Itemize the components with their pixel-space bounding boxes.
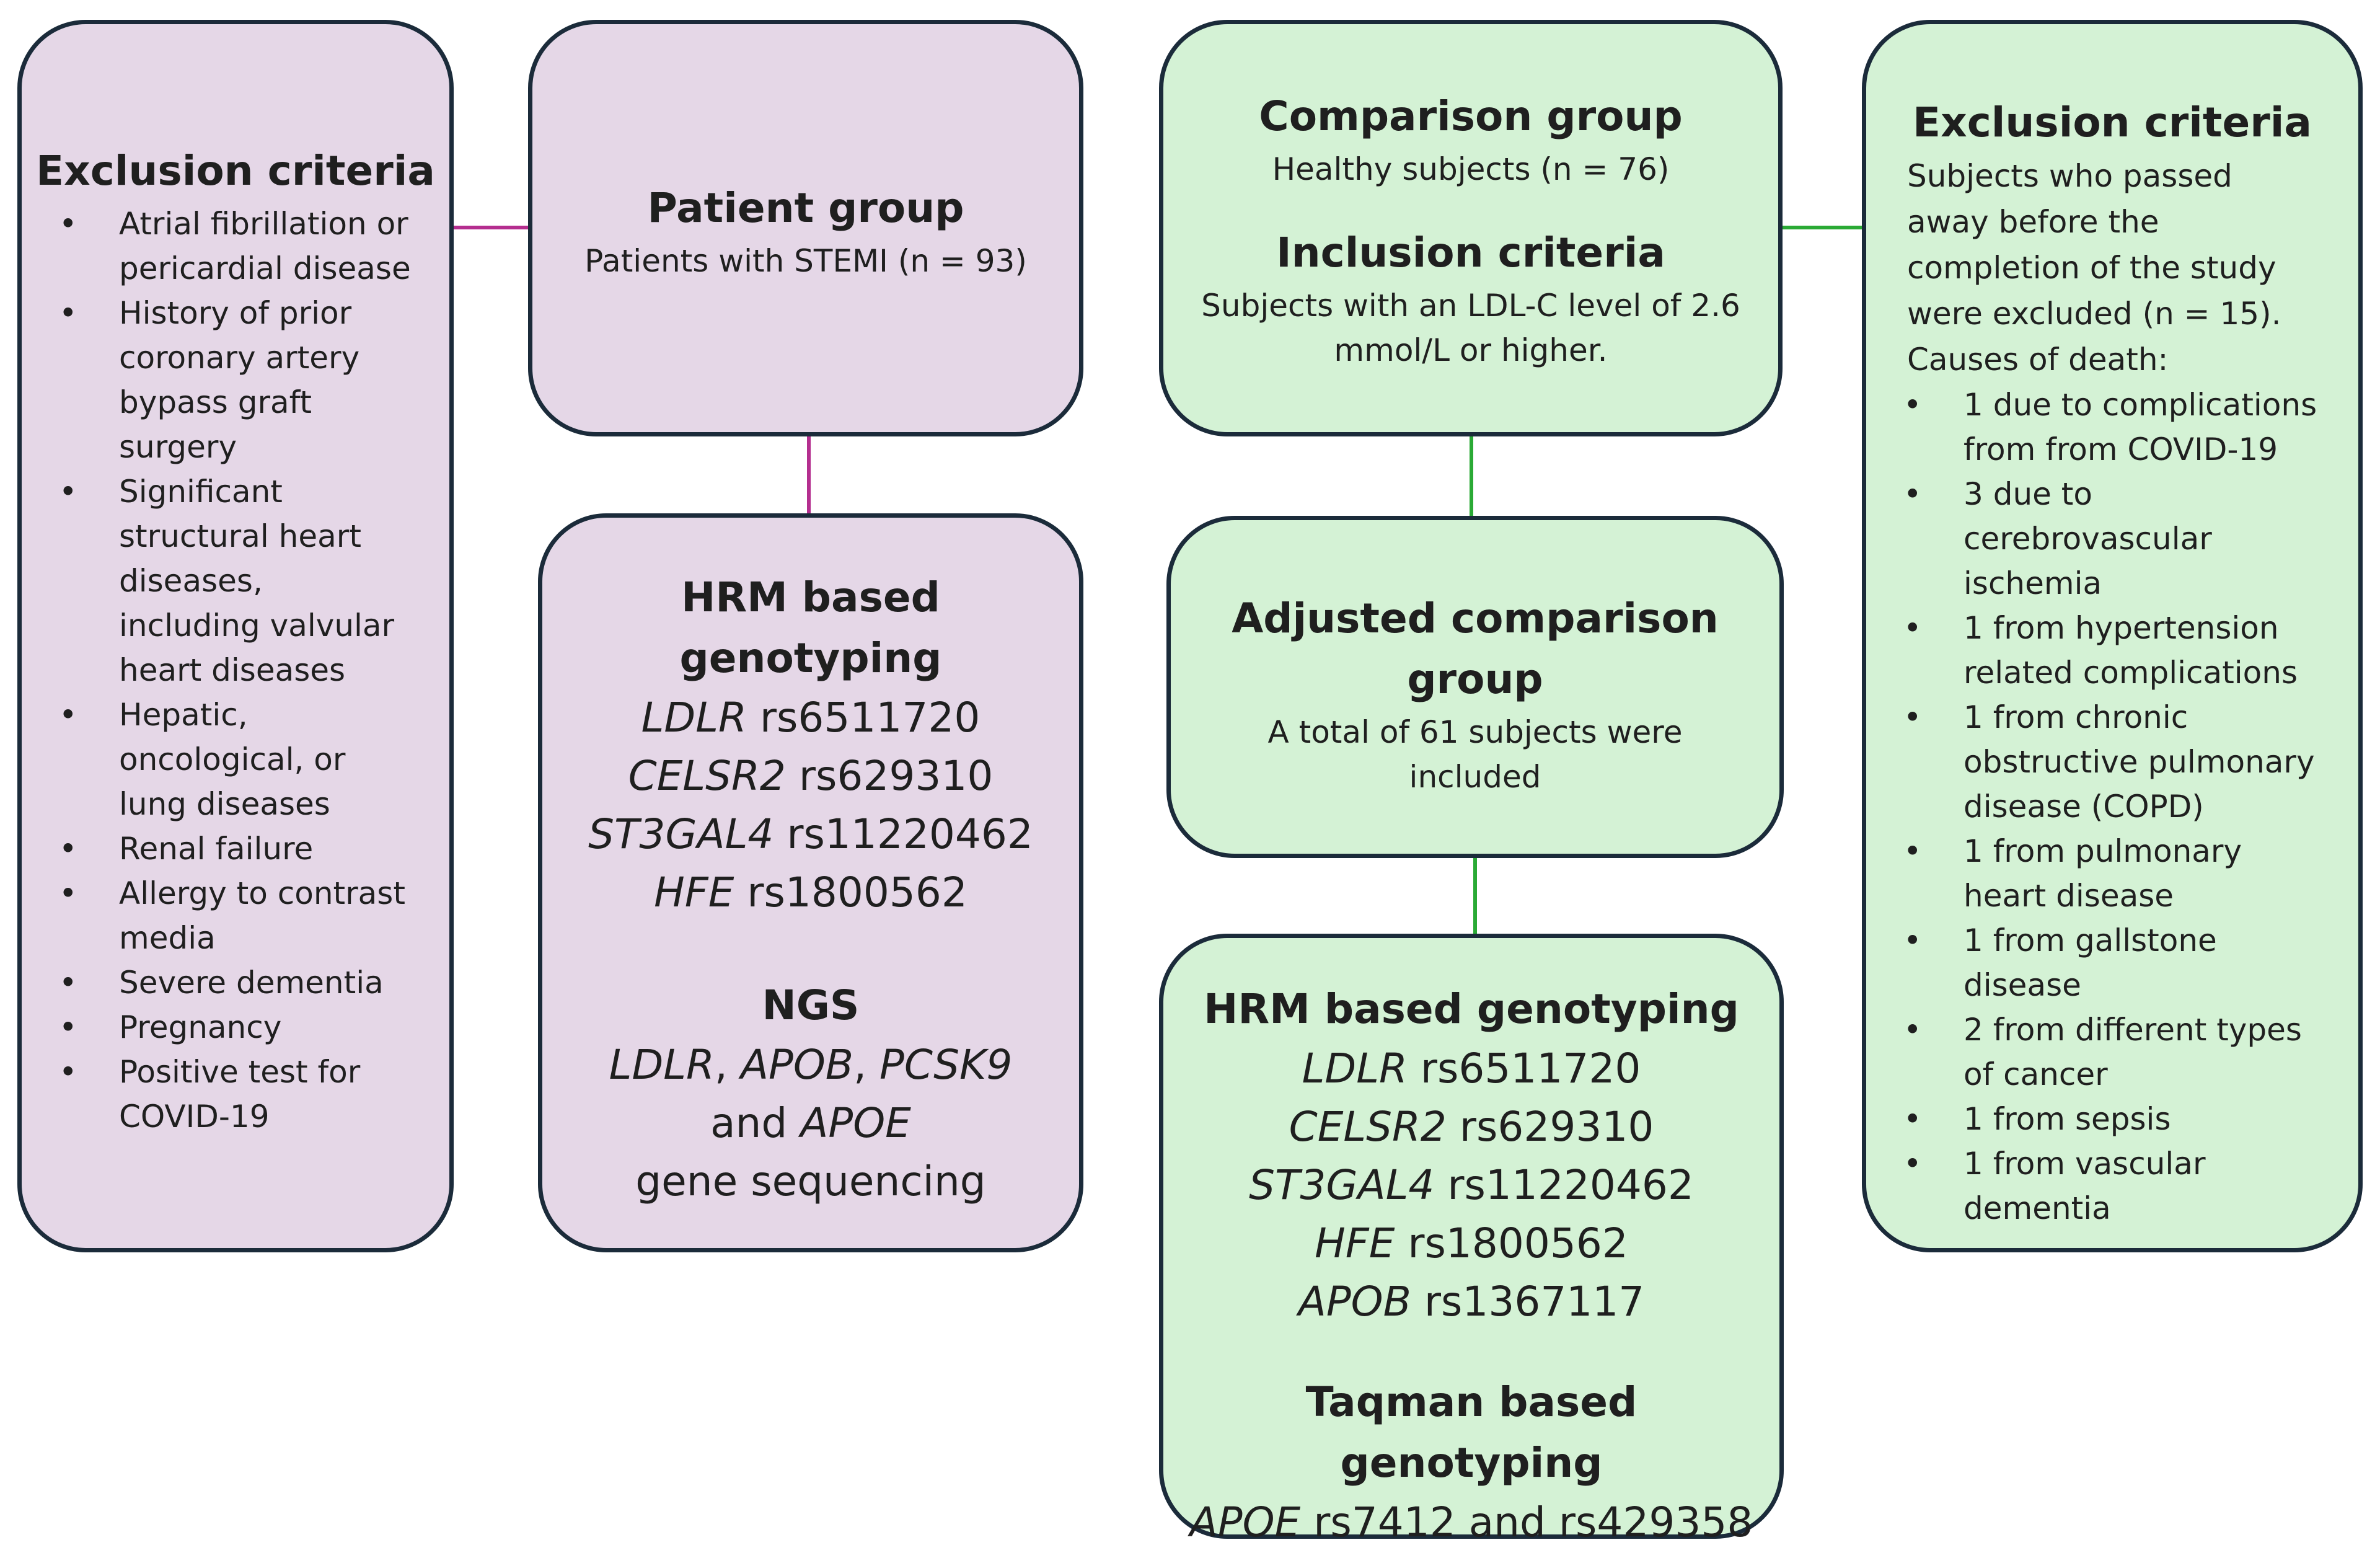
patient-snp-row: ST3GAL4 rs11220462 [567,805,1054,864]
gene-name: APOB [1298,1278,1411,1326]
adjusted-group-title: Adjusted comparison group [1232,595,1719,703]
left-exclusion-list: Atrial fibrillation or pericardial disea… [22,201,449,1139]
list-item: 1 from sepsis [1866,1097,2317,1141]
snp-id: rs629310 [1459,1103,1654,1151]
list-item: 1 from pulmonary heart disease [1866,829,2317,918]
snp-id: rs11220462 [1447,1161,1694,1209]
comparison-snp-row: APOB rs1367117 [1182,1273,1761,1331]
inclusion-criteria-text: Subjects with an LDL-C level of 2.6 mmol… [1201,288,1740,368]
gene-name: ST3GAL4 [1249,1161,1435,1209]
adjusted-group-text: A total of 61 subjects were included [1267,714,1683,795]
right-exclusion-list: 1 due to complications from from COVID-1… [1866,383,2317,1231]
gene-name: PCSK9 [879,1041,1013,1089]
gene-name: ST3GAL4 [588,810,774,858]
gene-name: APOB [740,1041,854,1089]
snp-id: rs1800562 [747,869,967,916]
comparison-hrm-title: HRM based genotyping [1204,985,1739,1033]
snp-id: rs1800562 [1408,1219,1628,1267]
gene-name: LDLR [1302,1045,1408,1092]
comparison-snp-row: LDLR rs6511720 [1182,1040,1761,1098]
snp-id: rs7412 and rs429358 [1313,1498,1753,1546]
taqman-snp-row: APOE rs7412 and rs429358 [1182,1494,1761,1552]
list-item: 2 from different types of cancer [1866,1007,2317,1097]
ngs-tail: gene sequencing [635,1157,986,1205]
list-item: Renal failure [22,826,412,871]
comparison-snp-row: HFE rs1800562 [1182,1215,1761,1273]
list-item: Significant structural heart diseases, i… [22,469,412,693]
list-item: 1 due to complications from from COVID-1… [1866,383,2317,472]
list-item: Hepatic, oncological, or lung diseases [22,693,412,826]
list-item: History of prior coronary artery bypass … [22,291,412,469]
left-exclusion-title: Exclusion criteria [36,147,435,195]
list-item: 1 from hypertension related complication… [1866,606,2317,695]
comparison-group-box: Comparison group Healthy subjects (n = 7… [1159,20,1783,436]
connector-adjusted-to-genotyping [1473,856,1477,936]
inclusion-criteria-title: Inclusion criteria [1276,229,1665,277]
gene-name: CELSR2 [1289,1103,1447,1151]
patient-group-title: Patient group [647,184,964,232]
gene-name: LDLR [641,694,747,741]
gene-name: APOE [1189,1498,1301,1546]
list-item: 3 due to cerebrovascular ischemia [1866,472,2317,606]
separator: , [714,1041,741,1089]
patient-genotyping-box: HRM based genotyping LDLR rs6511720 CELS… [538,513,1083,1252]
list-item: 1 from gallstone disease [1866,918,2317,1007]
list-item: Atrial fibrillation or pericardial disea… [22,201,412,291]
comparison-genotyping-box: HRM based genotyping LDLR rs6511720 CELS… [1159,934,1784,1546]
comparison-snp-row: ST3GAL4 rs11220462 [1182,1156,1761,1215]
snp-id: rs6511720 [759,694,981,741]
list-item: 1 from chronic obstructive pulmonary dis… [1866,695,2317,829]
left-exclusion-box: Exclusion criteria Atrial fibrillation o… [17,20,454,1252]
gene-name: HFE [1315,1219,1395,1267]
patient-snp-row: CELSR2 rs629310 [567,747,1054,805]
gene-name: APOE [800,1099,911,1147]
list-item: Allergy to contrast media [22,871,412,960]
list-item: Positive test for COVID-19 [22,1050,412,1139]
patient-group-box: Patient group Patients with STEMI (n = 9… [528,20,1083,436]
comparison-group-title: Comparison group [1259,92,1683,140]
connector-comparison-to-adjusted [1470,435,1473,516]
right-exclusion-title: Exclusion criteria [1913,99,2312,146]
comparison-group-subtitle: Healthy subjects (n = 76) [1272,151,1670,187]
snp-id: rs1367117 [1424,1278,1645,1326]
patient-ngs-title: NGS [762,981,860,1029]
patient-group-subtitle: Patients with STEMI (n = 93) [584,243,1027,279]
list-item: 1 from vascular dementia [1866,1141,2317,1231]
patient-snp-row: HFE rs1800562 [567,864,1054,922]
right-exclusion-box: Exclusion criteria Subjects who passed a… [1862,20,2363,1252]
connector-comparison-to-exclusion [1780,226,1866,229]
snp-id: rs11220462 [787,810,1033,858]
patient-ngs-text: LDLR, APOB, PCSK9 and APOE gene sequencin… [567,1036,1054,1211]
taqman-title: Taqman based genotyping [1305,1378,1637,1487]
snp-id: rs629310 [798,752,994,800]
comparison-snp-row: CELSR2 rs629310 [1182,1098,1761,1156]
list-item: Severe dementia [22,960,412,1005]
gene-name: HFE [654,869,734,916]
connector-patient-to-genotyping [807,435,811,515]
conjunction: and [710,1099,801,1147]
patient-snp-row: LDLR rs6511720 [567,689,1054,747]
list-item: Pregnancy [22,1005,412,1050]
gene-name: LDLR [609,1041,715,1089]
connector-exclusion-to-patient [451,226,531,229]
adjusted-group-box: Adjusted comparison group A total of 61 … [1166,516,1784,858]
right-exclusion-intro: Subjects who passed away before the comp… [1907,158,2281,378]
patient-hrm-title: HRM based genotyping [679,573,942,682]
snp-id: rs6511720 [1420,1045,1641,1092]
separator: , [853,1041,880,1089]
gene-name: CELSR2 [628,752,786,800]
